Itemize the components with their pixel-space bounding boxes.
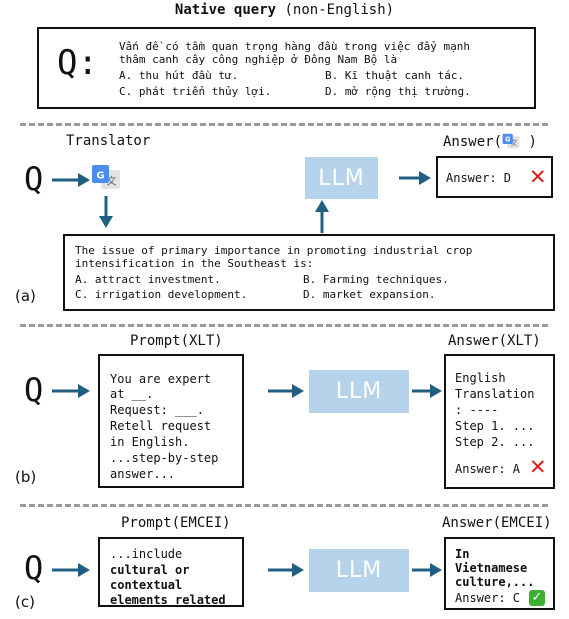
arrow-llm-to-answer-b (412, 384, 442, 398)
llm-box-a: LLM (305, 157, 378, 199)
divider-2 (20, 324, 548, 327)
prompt-emcei-label: Prompt(EMCEI) (121, 515, 231, 531)
prompt-xlt-line: at __. (110, 387, 154, 401)
arrow-llm-to-answer-c (412, 563, 442, 577)
native-query-box: Q: Vấn đề có tầm quan trọng hàng đầu tro… (37, 27, 536, 109)
query-q-b: Q (24, 371, 44, 409)
prompt-emcei-bold-line: contextual (110, 578, 183, 592)
panel-label-a: (a) (15, 287, 36, 305)
answer-xlt-line: Translation (455, 387, 535, 401)
translated-line2: intensification in the Southeast is: (75, 257, 314, 270)
native-q-letter: Q: (57, 43, 98, 83)
divider-1 (20, 123, 548, 126)
prompt-xlt-line: You are expert (110, 372, 212, 386)
answer-a-text: Answer: D (446, 171, 512, 185)
divider-3 (20, 504, 548, 507)
answer-xlt-line: English (455, 371, 506, 385)
answer-xlt-line: Step 1. ... (455, 419, 535, 433)
translated-option-b: B. Farming techniques. (303, 273, 449, 286)
prompt-xlt-box: You are expert at __. Request: ___. Rete… (98, 354, 244, 488)
prompt-xlt-line: answer... (110, 467, 176, 481)
check-mark-icon: ✓ (529, 590, 545, 606)
x-mark-icon: ✕ (529, 455, 547, 479)
arrow-llm-to-answer-a (399, 171, 431, 185)
query-q-c: Q (24, 549, 44, 587)
prompt-xlt-line: ...step-by-step (110, 451, 219, 465)
prompt-emcei-bold-line: elements related (110, 593, 226, 607)
arrow-translation-up-to-llm (315, 200, 329, 233)
prompt-xlt-line: in English. (110, 435, 190, 449)
arrow-q-to-translator (52, 173, 90, 187)
svg-text:文: 文 (511, 138, 518, 147)
x-mark-icon: ✕ (529, 165, 547, 189)
answer-a-label-suffix: ) (520, 134, 537, 150)
answer-xlt-box: English Translation : ---- Step 1. ... S… (444, 354, 555, 489)
answer-a-label-prefix: Answer( (443, 134, 503, 150)
svg-text:文: 文 (107, 175, 117, 188)
llm-box-c: LLM (309, 549, 409, 592)
answer-emcei-bold-line: culture,... (455, 575, 535, 589)
answer-emcei-bold-line: In (455, 547, 470, 561)
svg-text:G: G (96, 171, 104, 182)
prompt-emcei-bold-line: cultural or (110, 563, 190, 577)
arrow-q-to-prompt-b (52, 384, 90, 398)
panel-label-c: (c) (15, 593, 35, 611)
answer-xlt-final: Answer: A (455, 462, 521, 476)
answer-emcei-box: In Vietnamese culture,... Answer: C ✓ (444, 537, 555, 610)
translator-label: Translator (66, 133, 151, 149)
svg-text:G: G (505, 136, 510, 144)
answer-xlt-label: Answer(XLT) (448, 333, 541, 349)
llm-box-b: LLM (309, 370, 409, 413)
prompt-xlt-line: Request: ___. (110, 403, 204, 417)
panel-label-b: (b) (15, 468, 37, 486)
translated-option-c: C. irrigation development. (75, 288, 248, 301)
google-translate-icon-large: 文 G (92, 165, 120, 189)
answer-xlt-line: Step 2. ... (455, 435, 535, 449)
arrow-q-to-prompt-c (52, 563, 90, 577)
native-query-title: Native query (non-English) (0, 2, 569, 18)
native-option-d: D. mở rộng thị trường. (325, 85, 471, 98)
prompt-emcei-box: ...include cultural or contextual elemen… (98, 537, 244, 607)
answer-box-a: Answer: D ✕ (436, 156, 553, 198)
google-translate-icon: 文 G (502, 133, 520, 149)
native-option-a: A. thu hút đầu tư. (119, 69, 239, 82)
translated-option-a: A. attract investment. (75, 273, 221, 286)
answer-emcei-final: Answer: C (455, 591, 521, 605)
answer-emcei-label: Answer(EMCEI) (442, 515, 552, 531)
prompt-emcei-line1: ...include (110, 547, 183, 561)
answer-a-label: Answer( 文 G ) (443, 133, 537, 150)
prompt-xlt-line: Retell request (110, 419, 212, 433)
translated-option-d: D. market expansion. (303, 288, 436, 301)
native-line1: Vấn đề có tầm quan trọng hàng đầu trong … (119, 40, 470, 53)
prompt-xlt-label: Prompt(XLT) (130, 333, 223, 349)
arrow-prompt-to-llm-c (268, 563, 304, 577)
query-q-a: Q (24, 160, 44, 198)
native-query-title-rest: (non-English) (276, 2, 395, 18)
answer-xlt-line: : ---- (455, 403, 499, 417)
native-line2: thâm canh cây công nghiệp ở Đông Nam Bộ … (119, 53, 398, 66)
arrow-translator-down (99, 196, 113, 228)
translated-query-box: The issue of primary importance in promo… (63, 234, 555, 311)
native-option-c: C. phát triển thủy lợi. (119, 85, 272, 98)
answer-emcei-bold-line: Vietnamese (455, 561, 528, 575)
translated-line1: The issue of primary importance in promo… (75, 244, 473, 257)
native-option-b: B. Kĩ thuật canh tác. (325, 69, 465, 82)
arrow-prompt-to-llm-b (268, 384, 304, 398)
native-query-title-bold: Native query (174, 2, 277, 18)
